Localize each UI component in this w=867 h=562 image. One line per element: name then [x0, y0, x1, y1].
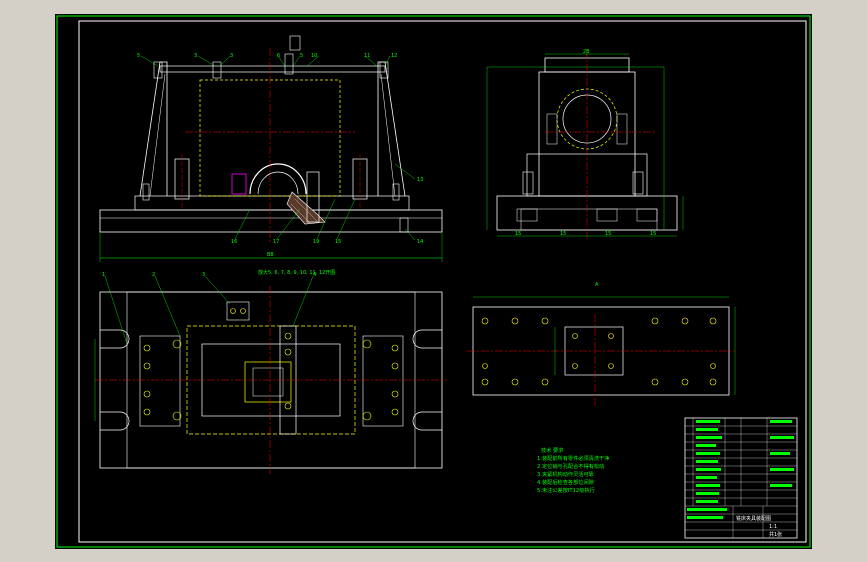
- balloon-bottom-1: 16: [231, 239, 237, 245]
- side-view: 2B 15 15 15 15: [486, 49, 684, 239]
- note-1: 1.装配前所有零件必须清洗干净: [537, 454, 609, 462]
- balloon-plan-4: 4: [313, 272, 316, 278]
- balloon-plan-3: 3: [202, 272, 205, 278]
- top-view: 放大5, 6, 7, 8, 9, 10, 11, 12开图 1 2 3 4: [94, 269, 447, 474]
- section-note: 放大5, 6, 7, 8, 9, 10, 11, 12开图: [258, 269, 335, 276]
- balloon-bottom-5: 13: [417, 177, 423, 183]
- balloon-top-8: 12: [391, 53, 397, 59]
- side-dim-3: 15: [605, 231, 611, 237]
- front-view: B8 5 3 3 6 5 10 11 12 16 17 19 15 13 14: [99, 35, 443, 262]
- side-dim-4: 15: [650, 231, 656, 237]
- title-name: 铣床夹具装配图: [736, 515, 771, 522]
- side-dim-2: 15: [560, 231, 566, 237]
- title-scale: 1:1: [769, 524, 777, 530]
- balloon-top-7: 11: [364, 53, 370, 59]
- notes-title: 技术 要求: [541, 446, 564, 454]
- balloon-plan-1: 1: [102, 272, 105, 278]
- technical-notes: 技术 要求 1.装配前所有零件必须清洗干净 2.定位销与孔配合不得有松动 3.夹…: [537, 446, 609, 494]
- highlight-part: [231, 173, 247, 195]
- balloon-top-6: 10: [311, 53, 317, 59]
- balloon-top-4: 6: [277, 53, 280, 59]
- balloon-bottom-6: 14: [417, 239, 423, 245]
- note-4: 4.装配后检查各部位间隙: [537, 478, 594, 486]
- title-sheet: 共1张: [769, 531, 782, 538]
- note-2: 2.定位销与孔配合不得有松动: [537, 462, 604, 470]
- plate-dim: A: [595, 282, 599, 288]
- front-base: [99, 209, 443, 233]
- balloon-bottom-3: 19: [313, 239, 319, 245]
- overall-width-dim: B8: [267, 252, 274, 258]
- inner-frame: [78, 20, 807, 543]
- side-width-dim: 2B: [583, 49, 590, 55]
- note-5: 5.未注公差按IT12级执行: [537, 486, 595, 494]
- outer-frame: [56, 15, 811, 548]
- balloon-top-5: 5: [300, 53, 303, 59]
- balloon-top-1: 5: [137, 53, 140, 59]
- base-plate-view: A: [467, 282, 736, 406]
- title-block: 铣床夹具装配图 1:1 共1张: [684, 417, 798, 539]
- balloon-bottom-2: 17: [273, 239, 279, 245]
- side-dim-1: 15: [515, 231, 521, 237]
- balloon-top-2: 3: [194, 53, 197, 59]
- note-3: 3.夹紧机构动作灵活可靠: [537, 470, 594, 478]
- balloon-plan-2: 2: [152, 272, 155, 278]
- balloon-bottom-4: 15: [335, 239, 341, 245]
- cad-drawing-canvas: B8 5 3 3 6 5 10 11 12 16 17 19 15 13 14: [55, 14, 812, 549]
- drawing-svg: B8 5 3 3 6 5 10 11 12 16 17 19 15 13 14: [56, 15, 811, 548]
- balloon-top-3: 3: [230, 53, 233, 59]
